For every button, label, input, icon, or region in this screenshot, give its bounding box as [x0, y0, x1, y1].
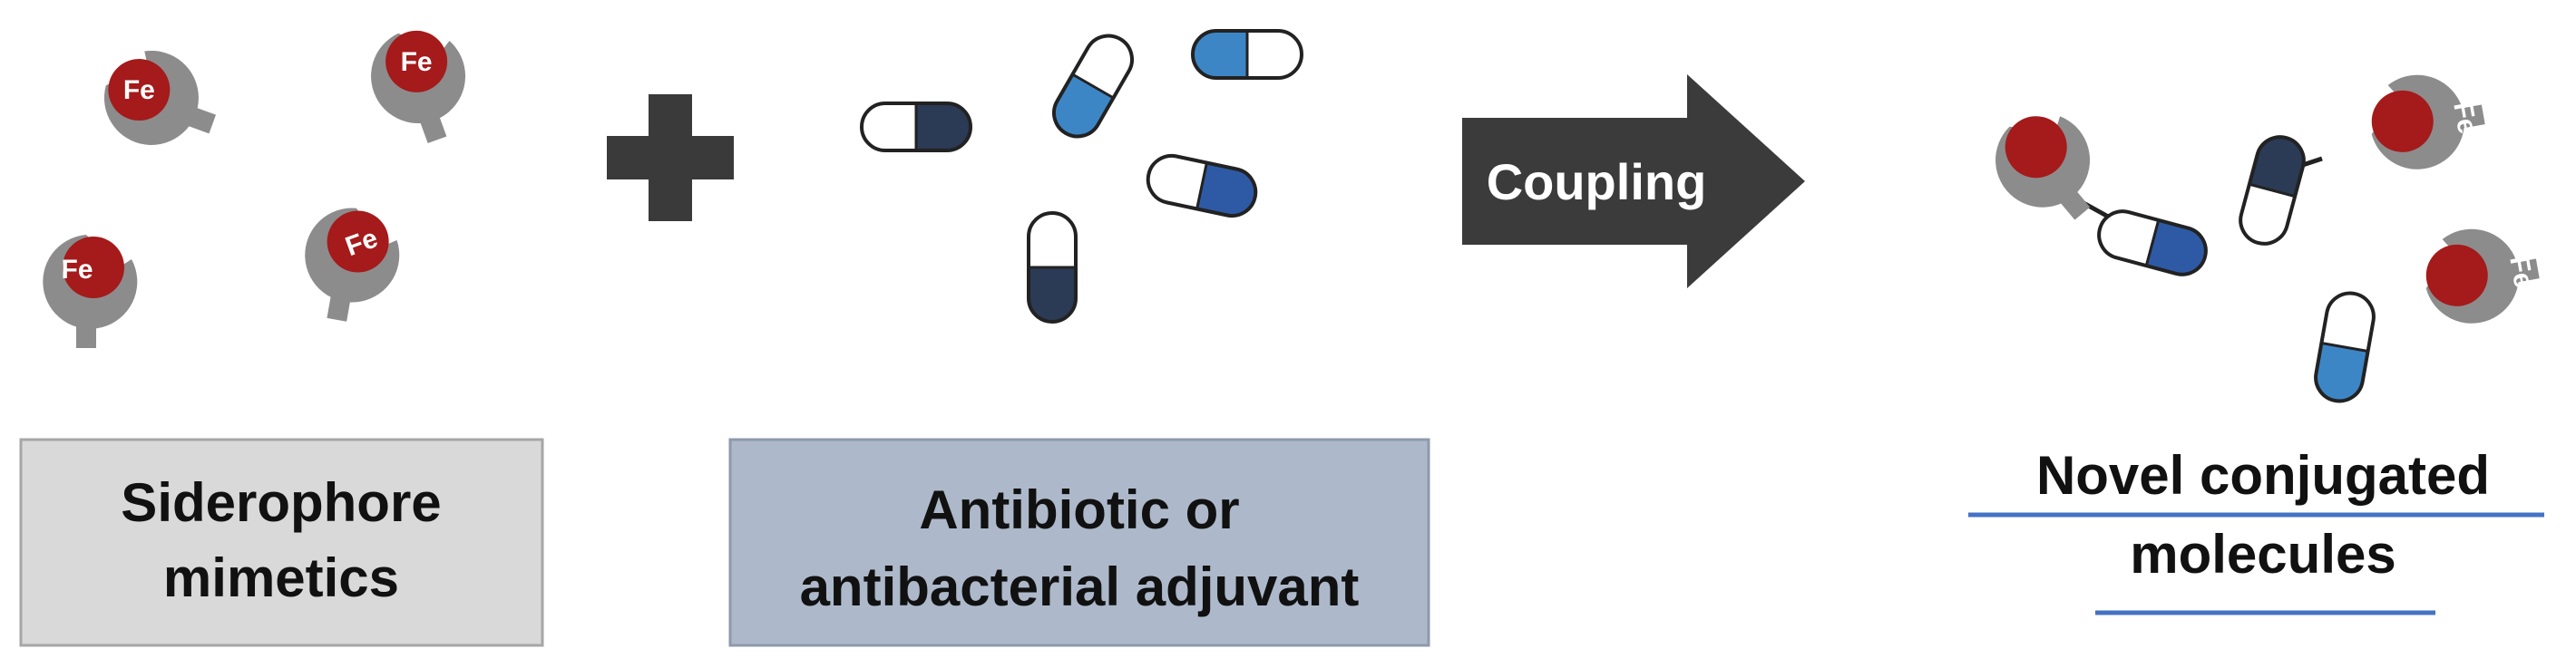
conjugate-molecule-1: Fe [1951, 93, 2213, 282]
antibiotic-capsule-1 [860, 102, 972, 152]
result-line2: molecules [2130, 524, 2395, 585]
iron-label: Fe [401, 47, 433, 77]
siderophore-mimetic-3: Fe [43, 235, 138, 348]
novel-conjugates-label: Novel conjugated molecules [1968, 445, 2544, 615]
siderophore-box-line1: Siderophore [121, 472, 441, 533]
iron-label: Fe [61, 255, 93, 285]
antibiotic-adjuvant-box: Antibiotic or antibacterial adjuvant [728, 438, 1430, 647]
result-line1: Novel conjugated [2036, 445, 2490, 506]
antibiotic-box-line1: Antibiotic or [919, 479, 1239, 540]
siderophore-box-line2: mimetics [163, 547, 399, 608]
antibiotic-capsule-2 [1043, 25, 1143, 147]
iron-label: Fe [2447, 100, 2483, 136]
siderophore-mimetics-box: Siderophore mimetics [19, 438, 544, 647]
plus-icon [607, 94, 734, 221]
siderophore-mimetic-2: Fe [357, 15, 485, 155]
antibiotic-capsule-4 [1141, 150, 1263, 222]
iron-label: Fe [2503, 254, 2539, 290]
iron-label: Fe [123, 75, 155, 105]
iron-label: Fe [1951, 120, 1995, 162]
siderophore-mimetic-1: Fe [91, 37, 230, 165]
conjugate-molecule-3: Fe [2309, 218, 2546, 407]
coupling-label: Coupling [1487, 153, 1707, 210]
conjugate-molecule-2: Fe [2233, 63, 2492, 251]
siderophore-mimetic-4: Fe [294, 200, 407, 329]
antibiotic-capsule-3 [1191, 29, 1303, 80]
antibiotic-box-line2: antibacterial adjuvant [800, 557, 1360, 617]
antibiotic-capsule-5 [1027, 211, 1078, 324]
coupling-arrow: Coupling [1462, 74, 1805, 288]
